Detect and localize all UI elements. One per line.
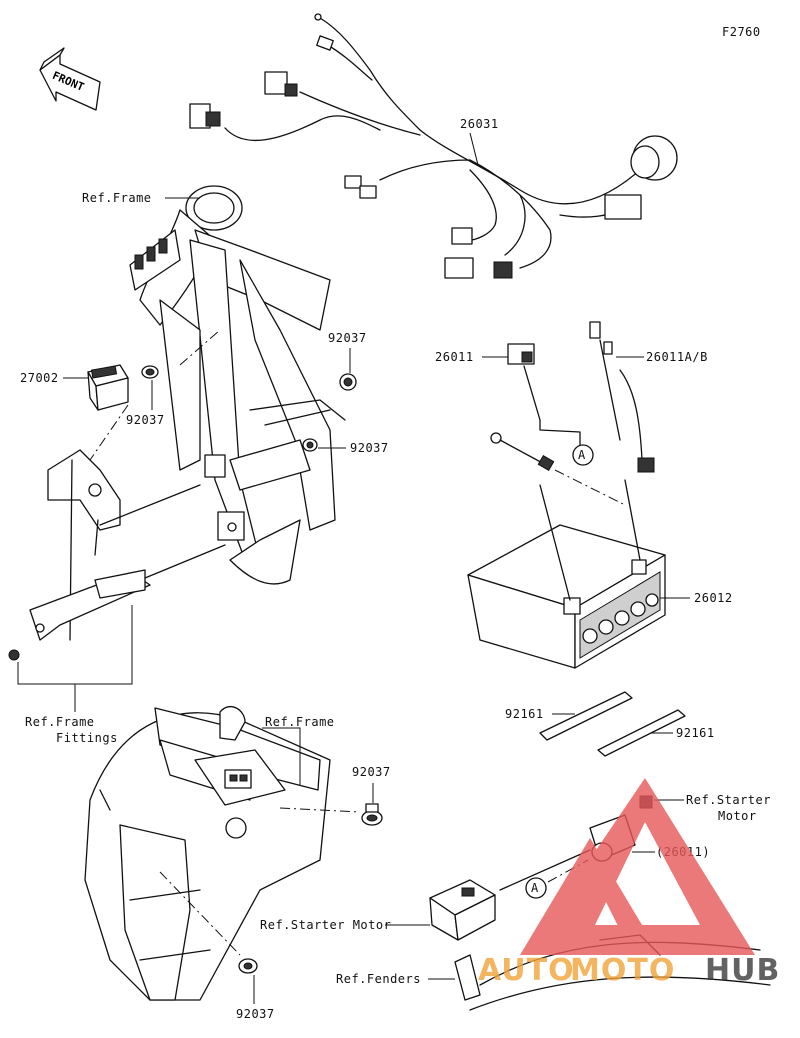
label-ref-starter-1: Ref.Starter xyxy=(686,793,771,807)
callout-a-top: A xyxy=(578,448,586,462)
label-ref-fenders: Ref.Fenders xyxy=(336,972,421,986)
label-clamp-c: 92037 xyxy=(350,441,389,455)
figure-code: F2760 xyxy=(722,25,761,39)
callout-a-icon xyxy=(525,877,547,899)
frame-main xyxy=(129,185,346,585)
label-harness: 26031 xyxy=(460,117,499,131)
label-pad-a: 92161 xyxy=(505,707,544,721)
clamp-icon xyxy=(361,803,383,826)
label-ref-starter-2: Motor xyxy=(718,809,757,823)
callout-a-icon xyxy=(572,444,594,466)
callout-a-bottom: A xyxy=(531,881,539,895)
frame-fitting xyxy=(8,484,226,661)
battery-pad xyxy=(539,691,686,757)
clamp-icon xyxy=(302,438,318,452)
relay-27002 xyxy=(87,364,129,411)
label-relay: 27002 xyxy=(20,371,59,385)
watermark-text-auto: AUTO xyxy=(478,953,575,988)
label-cable-neg: 26011A/B xyxy=(646,350,708,364)
battery xyxy=(467,479,666,669)
negative-cable xyxy=(589,321,655,473)
label-battery: 26012 xyxy=(694,591,733,605)
label-clamp-b: 92037 xyxy=(328,331,367,345)
front-arrow-icon: FRONT xyxy=(39,47,101,111)
label-clamp-a: 92037 xyxy=(126,413,165,427)
label-clamp-e: 92037 xyxy=(236,1007,275,1021)
starter-relay xyxy=(429,879,496,941)
label-pad-b: 92161 xyxy=(676,726,715,740)
label-ref-starter-motor: Ref.Starter Motor xyxy=(260,918,391,932)
main-harness xyxy=(189,13,678,279)
label-ref-frame-fittings-1: Ref.Frame xyxy=(25,715,95,729)
clamp-icon xyxy=(238,958,258,974)
watermark-text-moto: MOTO xyxy=(570,953,675,988)
label-clamp-d: 92037 xyxy=(352,765,391,779)
positive-cable xyxy=(490,343,581,472)
watermark-text-hub: HUB xyxy=(705,953,780,988)
label-ref-frame-fittings-2: Fittings xyxy=(56,731,118,745)
frame-lower-view xyxy=(84,706,331,1001)
watermark-logo: AUTO MOTO HUB xyxy=(478,778,780,988)
label-ref-frame-lower: Ref.Frame xyxy=(265,715,335,729)
label-ref-frame-top: Ref.Frame xyxy=(82,191,152,205)
label-cable-pos: 26011 xyxy=(435,350,474,364)
clamp-icon xyxy=(141,365,159,379)
clamp-icon xyxy=(339,373,357,391)
